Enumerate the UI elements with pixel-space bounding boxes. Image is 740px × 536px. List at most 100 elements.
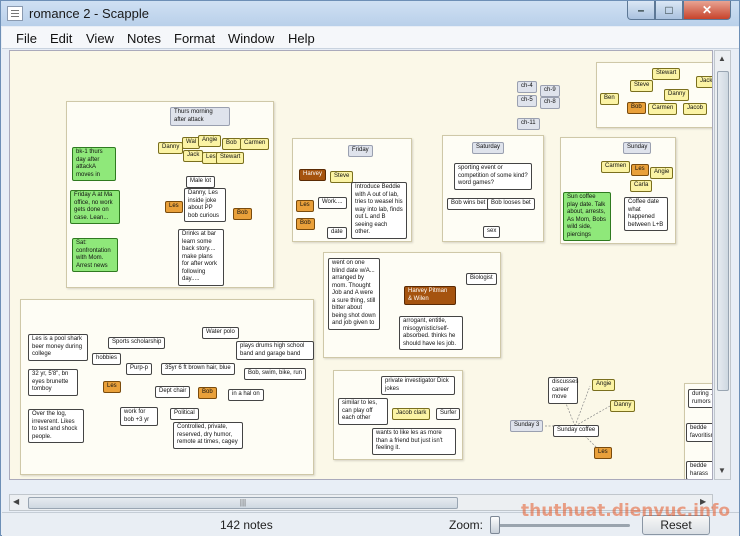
note-swim-bike-run[interactable]: Bob, swim, bike, run [244,368,307,380]
note-bob-orange[interactable]: Bob [233,208,252,220]
note-thurs-morning[interactable]: Thurs morning after attack [170,107,230,126]
note-blind-date[interactable]: went on one blind date w/A... arranged b… [328,258,380,330]
note-jack-2[interactable]: Jack [696,76,712,88]
note-drinks-at-bar[interactable]: Drinks at bar learn some back story.... … [178,229,224,286]
minimize-button[interactable]: – [627,1,655,20]
vertical-scroll-thumb[interactable] [717,71,729,391]
note-male-lot[interactable]: Male lot [186,176,216,188]
note-ch-8[interactable]: ch-8 [540,97,560,109]
note-sunday-3[interactable]: Sunday 3 [510,420,544,432]
zoom-slider-track[interactable] [490,524,630,527]
note-les-4[interactable]: Les [594,447,612,459]
note-coffee-date[interactable]: Coffee date what happened between L+B [624,197,668,231]
note-danny-les-joke[interactable]: Danny, Les inside joke about PP bob curi… [184,188,226,222]
note-green-3[interactable]: Sat: confrontation with Mom. Arrest news [72,238,118,272]
note-bob-looses-bet[interactable]: Bob looses bet [487,198,535,210]
note-over-the-log[interactable]: Over the log, irreverent. Likes to test … [28,409,84,443]
note-hobbies[interactable]: hobbies [92,353,122,365]
note-bob[interactable]: Bob [222,138,241,150]
note-danny-2[interactable]: Danny [664,89,690,101]
note-carmen-3[interactable]: Carmen [601,161,631,173]
menu-file[interactable]: File [16,31,37,46]
title-bar[interactable]: romance 2 - Scapple – □ ✕ [1,1,739,26]
menu-notes[interactable]: Notes [127,31,161,46]
note-biologist[interactable]: Biologist [466,273,497,285]
note-friday[interactable]: Friday [348,145,373,157]
note-ch-11[interactable]: ch-11 [517,118,540,130]
note-steve-2[interactable]: Steve [630,80,654,92]
scroll-up-arrow-icon[interactable]: ▲ [718,54,726,63]
note-saturday[interactable]: Saturday [472,142,505,154]
note-dept-chair[interactable]: Dept chair [155,386,191,398]
note-jacob-clark[interactable]: Jacob clark [392,408,431,420]
note-les-friday[interactable]: Les [296,200,314,212]
scroll-right-arrow-icon[interactable]: ▶ [700,497,707,506]
note-steve[interactable]: Steve [330,171,354,183]
menu-view[interactable]: View [86,31,114,46]
reset-zoom-button[interactable]: Reset [642,515,710,535]
note-harvey[interactable]: Harvey [299,169,327,181]
vertical-scrollbar[interactable]: ▲ ▼ [714,50,731,480]
note-discusses-career[interactable]: discusses career move [548,377,578,404]
note-ch-4[interactable]: ch-4 [517,81,537,93]
close-button[interactable]: ✕ [683,1,731,20]
note-ch-9[interactable]: ch-9 [540,85,560,97]
note-bob-2[interactable]: Bob [627,102,646,114]
note-work[interactable]: Work.... [318,197,347,209]
note-sunday-coffee[interactable]: Sunday coffee [553,425,600,437]
note-green-1[interactable]: bk-1 thurs day after attackA moves in [72,147,116,181]
note-carla[interactable]: Carla [630,180,653,192]
note-green-2[interactable]: Friday A at Ma office, no work gets done… [70,190,120,224]
note-ch-5[interactable]: ch-5 [517,95,537,107]
note-stewart-2[interactable]: Stewart [652,68,681,80]
note-work-for-bob[interactable]: work for bob +3 yr [120,407,158,426]
maximize-button[interactable]: □ [655,1,683,20]
note-sunday[interactable]: Sunday [623,142,652,154]
note-during-rumors[interactable]: during ... rumors [688,389,712,408]
note-surfer[interactable]: Surfer [436,408,461,420]
note-private-investigator[interactable]: private investigator Dick jokes [381,376,455,395]
note-ben[interactable]: Ben [600,93,619,105]
note-bob-wins-bet[interactable]: Bob wins bet [447,198,490,210]
note-bedde-harass[interactable]: bedde harass [686,461,712,479]
horizontal-scrollbar[interactable]: ◀ ||| ▶ [9,494,713,511]
note-sex[interactable]: sex [483,226,501,238]
note-carmen[interactable]: Carmen [240,138,270,150]
note-bob-friday[interactable]: Bob [296,218,315,230]
note-sun-coffee[interactable]: Sun coffee play date. Talk about, arrest… [563,192,611,241]
note-purp[interactable]: Purp-p [126,363,153,375]
menu-format[interactable]: Format [174,31,216,46]
note-angie-4[interactable]: Angie [592,379,616,391]
menu-help[interactable]: Help [288,31,315,46]
note-sporting-event[interactable]: sporting event or competition of some ki… [454,163,532,190]
note-plays-drums[interactable]: plays drums high school band and garage … [236,341,314,360]
note-wants-to-like-les[interactable]: wants to like les as more than a friend … [372,428,456,455]
note-controlled[interactable]: Controlled, private, reserved, dry humor… [173,422,243,449]
note-bedde-favoritism[interactable]: bedde favoritism [686,423,712,442]
horizontal-scroll-thumb[interactable]: ||| [28,497,458,509]
menu-edit[interactable]: Edit [50,31,73,46]
note-sports-scholarship[interactable]: Sports scholarship [108,337,166,349]
note-danny[interactable]: Danny [158,142,184,154]
note-political[interactable]: Political [170,408,199,420]
note-les-bio[interactable]: Les [103,381,121,393]
note-similar-to-les[interactable]: similar to les, can play off each other [338,398,388,425]
note-date[interactable]: date [327,227,347,239]
note-bob-bio[interactable]: Bob [198,387,217,399]
note-danny-4[interactable]: Danny [610,400,636,412]
note-les-3[interactable]: Les [631,164,649,176]
note-water-polo[interactable]: Water polo [202,327,239,339]
note-les-orange[interactable]: Les [165,201,183,213]
note-jack[interactable]: Jack [183,150,204,162]
note-angie[interactable]: Angie [198,135,222,147]
menu-window[interactable]: Window [228,31,275,46]
note-bob-desc[interactable]: 35yr 6 ft brown hair, blue [161,363,235,375]
note-les-age[interactable]: 32 yr, 5'8", bn eyes brunette tomboy [28,369,78,396]
scapple-canvas[interactable]: Thurs morning after attack Danny Wal Ang… [9,50,713,480]
note-harvey-pitman[interactable]: Harvey Pitman & Wilen [404,286,456,305]
note-jacob[interactable]: Jacob [683,103,708,115]
zoom-slider-thumb[interactable] [490,516,500,534]
note-introduce-beddie[interactable]: Introduce Beddie with A out of lab, trie… [351,182,407,239]
note-arrogant[interactable]: arrogant, entitle, misogynistic/self-abs… [399,316,463,350]
note-stewart[interactable]: Stewart [216,152,245,164]
